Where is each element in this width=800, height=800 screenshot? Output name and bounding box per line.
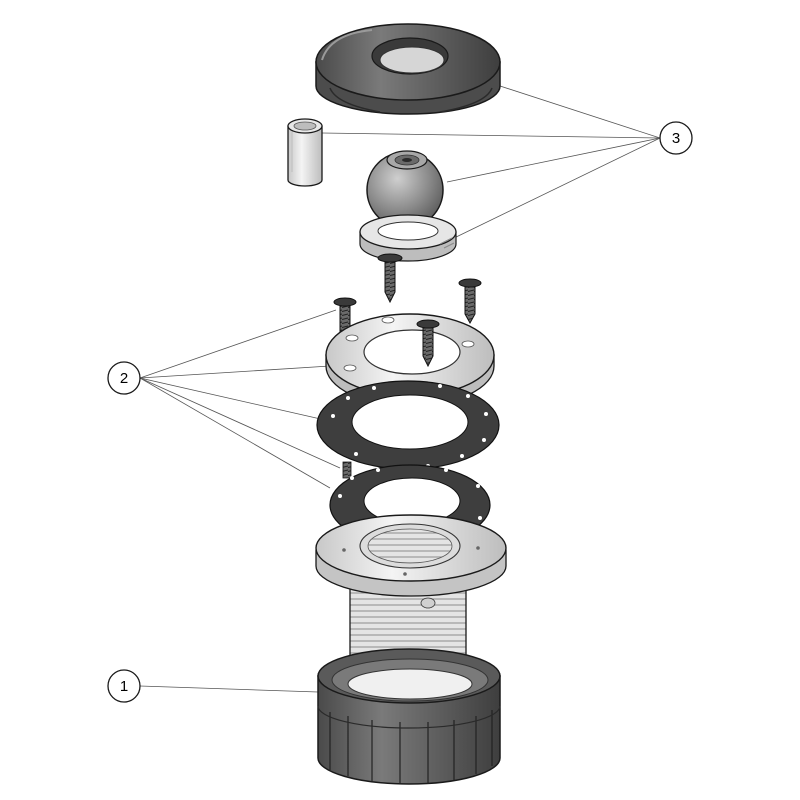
union-nut	[317, 648, 501, 785]
leader-lines	[139, 84, 661, 693]
callout-3-label: 3	[672, 130, 680, 147]
callout-1-label: 1	[120, 678, 128, 695]
callout-2: 2	[107, 361, 141, 395]
screw-center	[377, 253, 403, 304]
extension-sleeve	[287, 118, 323, 187]
screw-right	[458, 278, 482, 325]
retaining-ring	[359, 214, 457, 262]
callout-3: 3	[659, 121, 693, 155]
escutcheon-cap	[315, 23, 501, 115]
callout-1: 1	[107, 669, 141, 703]
screw-small-left	[342, 461, 352, 479]
gasket-upper	[316, 380, 500, 470]
callout-2-label: 2	[120, 370, 128, 387]
screw-front	[416, 319, 440, 368]
